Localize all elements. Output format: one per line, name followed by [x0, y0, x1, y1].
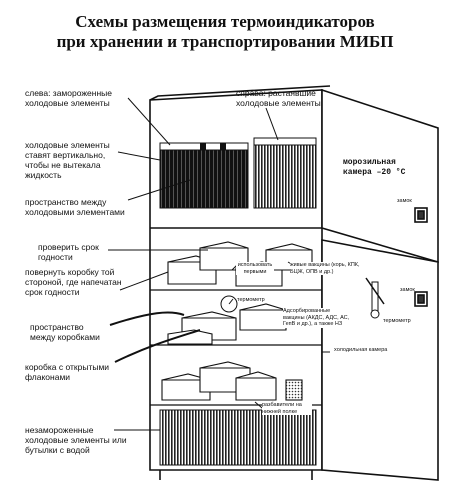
- label-open-box: коробка с открытыми флаконами: [25, 362, 110, 382]
- label-lock-bottom: замок: [400, 287, 415, 293]
- label-fridge-chamber: холодильная камера: [334, 347, 388, 353]
- label-freezer: морозильная камера –20 °С: [343, 158, 406, 177]
- freezer-door: [321, 88, 439, 264]
- label-lock-top: замок: [397, 198, 412, 204]
- label-adsorbed: Адсорбированные вакцины (АКДС, АДС, АС, …: [283, 308, 353, 328]
- label-right-thawing: справа: растаявшие холодовые элементы: [236, 88, 321, 108]
- bottom-cold-elements: [159, 409, 317, 466]
- frozen-elements-left: [159, 142, 249, 209]
- thawed-elements-right: [253, 137, 317, 209]
- thermometer-inside: [220, 295, 238, 313]
- label-thermometer-inside: термометр: [237, 297, 265, 303]
- label-vertical: холодовые элементы ставят вертикально, ч…: [25, 140, 110, 180]
- title-line-2: при хранении и транспортировании МИБП: [56, 32, 394, 51]
- label-space-boxes: пространство между коробками: [30, 322, 100, 342]
- label-diluents: разбавители на нижней полке: [262, 402, 312, 415]
- label-left-frozen: слева: замороженные холодовые элементы: [25, 88, 113, 108]
- label-live-vaccines: живые вакцины (корь, КПК, БЦЖ, ОПВ и др.…: [290, 262, 360, 275]
- label-use-first: использовать первыми: [236, 262, 274, 275]
- label-check-expiry: проверить срок годности: [38, 242, 99, 262]
- label-unfrozen: незамороженные холодовые элементы или бу…: [25, 425, 127, 455]
- boxes-shelf-3: [161, 361, 303, 401]
- thermometer-door: [365, 277, 385, 319]
- label-turn-box: повернуть коробку той стороной, где напе…: [25, 267, 122, 297]
- title-line-1: Схемы размещения термоиндикаторов: [75, 12, 375, 31]
- label-thermometer-door: термометр: [383, 318, 411, 324]
- label-space-elements: пространство между холодовыми элементами: [25, 197, 125, 217]
- fridge-door: [321, 239, 439, 481]
- leader-lines: [108, 97, 330, 431]
- boxes-shelf-2: [167, 303, 287, 345]
